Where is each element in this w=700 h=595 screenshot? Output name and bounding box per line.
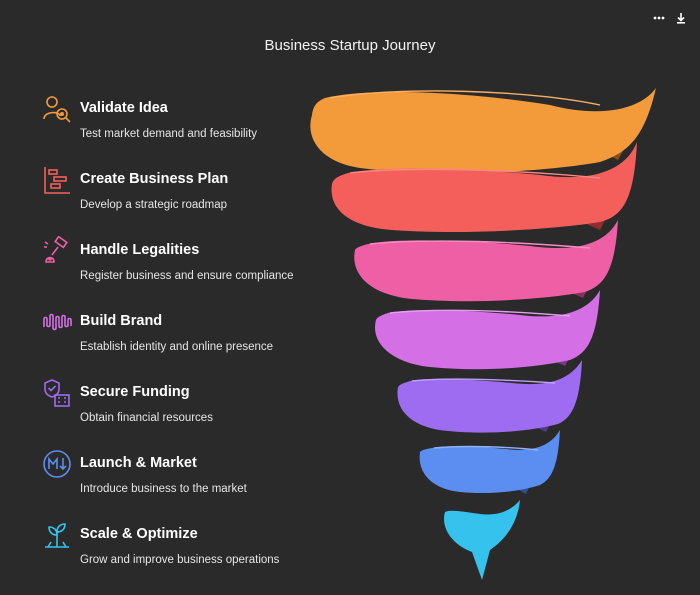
step-secure-funding: Secure Funding Obtain financial resource…	[40, 376, 310, 436]
funnel-ribbon-build-brand	[375, 290, 600, 370]
step-scale-optimize: Scale & Optimize Grow and improve busine…	[40, 518, 310, 578]
step-description: Establish identity and online presence	[80, 341, 274, 353]
step-title: Launch & Market	[80, 455, 197, 471]
funnel-ribbon-validate-idea	[310, 88, 656, 173]
step-title: Build Brand	[80, 313, 163, 329]
funnel-inner-edges	[329, 90, 601, 451]
step-description: Introduce business to the market	[80, 483, 247, 495]
step-title: Validate Idea	[80, 100, 168, 116]
market-down-icon	[43, 450, 71, 478]
shield-building-icon	[44, 379, 70, 407]
more-dots-icon	[653, 16, 665, 20]
step-description: Register business and ensure compliance	[80, 270, 294, 282]
gantt-chart-icon	[44, 167, 70, 194]
ribbon-edge-5	[411, 378, 556, 384]
step-launch-market: Launch & Market Introduce business to th…	[40, 447, 310, 507]
step-title: Scale & Optimize	[80, 526, 198, 542]
funnel-ribbon-create-business-plan	[331, 142, 637, 233]
step-validate-idea: Validate Idea Test market demand and fea…	[40, 92, 310, 152]
download-button[interactable]	[672, 9, 690, 27]
funnel-ribbon-handle-legalities	[354, 220, 618, 302]
step-description: Test market demand and feasibility	[80, 128, 258, 140]
step-title: Secure Funding	[80, 384, 190, 400]
toolbar	[650, 9, 690, 27]
waveform-icon	[43, 313, 72, 331]
growth-plant-icon	[45, 523, 69, 548]
user-search-icon	[43, 96, 71, 123]
more-options-button[interactable]	[650, 9, 668, 27]
funnel-ribbon-launch-market	[419, 430, 560, 494]
page-title: Business Startup Journey	[264, 37, 436, 54]
step-description: Grow and improve business operations	[80, 554, 280, 566]
funnel-ribbon-secure-funding	[397, 360, 582, 433]
step-create-business-plan: Create Business Plan Develop a strategic…	[40, 163, 310, 223]
step-handle-legalities: Handle Legalities Register business and …	[40, 234, 310, 294]
ribbon-edge-2	[349, 168, 601, 179]
step-title: Create Business Plan	[80, 171, 229, 187]
download-icon	[677, 13, 685, 24]
ribbon-edge-1	[329, 90, 601, 106]
step-description: Develop a strategic roadmap	[80, 199, 228, 211]
funnel-ribbon-scale-optimize	[444, 500, 520, 580]
ribbon-edge-4	[389, 309, 571, 317]
ribbon-edge-3	[369, 240, 591, 249]
step-build-brand: Build Brand Establish identity and onlin…	[40, 305, 310, 365]
ribbon-edge-6	[433, 445, 539, 451]
step-title: Handle Legalities	[80, 242, 200, 258]
gavel-icon	[44, 236, 68, 263]
tornado-funnel-graphic	[310, 88, 656, 580]
step-description: Obtain financial resources	[80, 412, 213, 424]
